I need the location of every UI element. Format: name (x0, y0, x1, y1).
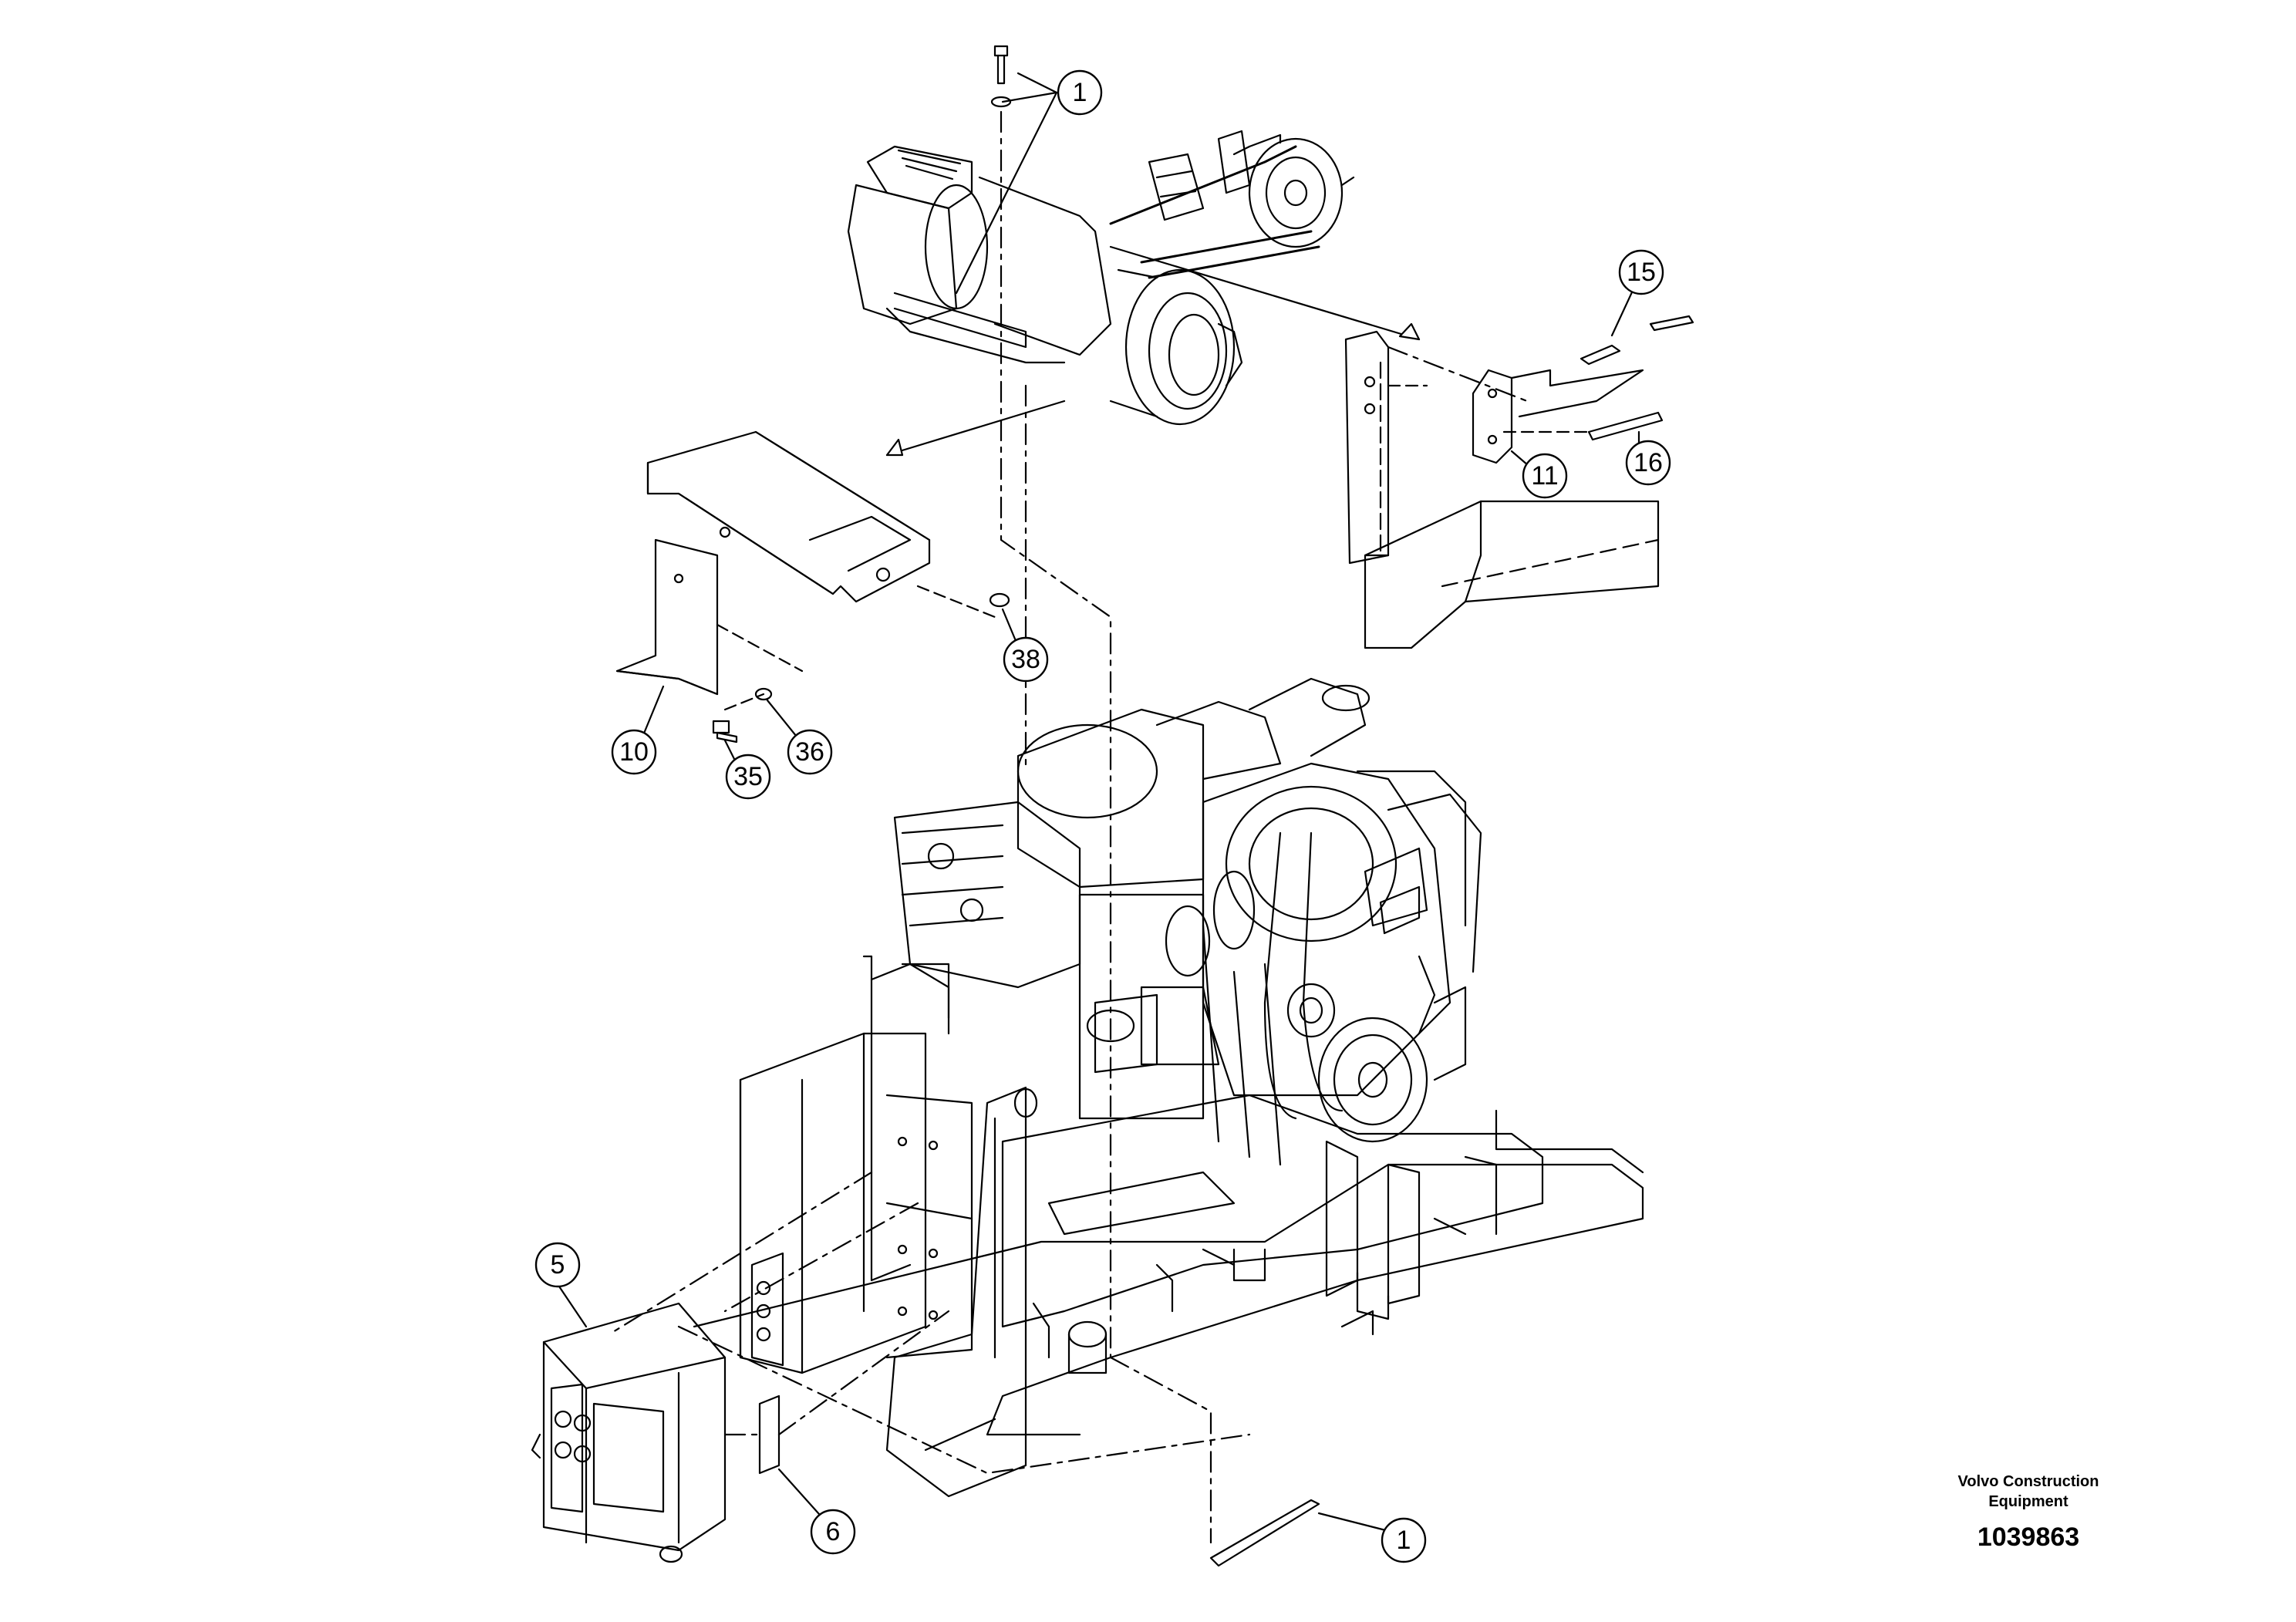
callout-6 (810, 1509, 856, 1555)
callout-label: 35 (733, 762, 763, 791)
right-bracket-set (1344, 315, 1694, 649)
cover-plate-assembly (615, 430, 1010, 744)
callout-label: 1 (1073, 78, 1087, 107)
cover-plate-6 (758, 1394, 781, 1475)
callout-label: 6 (826, 1517, 841, 1546)
callout-leaders (556, 72, 1643, 1536)
callout-label: 16 (1633, 448, 1663, 477)
callout-label: 1 (1397, 1526, 1411, 1555)
exploded-arrows (885, 245, 1421, 457)
brand-line-2: Equipment (1988, 1493, 2068, 1510)
callout-35 (725, 754, 771, 800)
callout-11 (1522, 453, 1568, 499)
callout-circles (534, 69, 1671, 1563)
brand-block: Volvo Construction Equipment 1039863 (1897, 1472, 2159, 1553)
electrical-cabinet (739, 955, 1108, 1498)
callout-5 (534, 1242, 581, 1288)
callout-label: 5 (551, 1250, 565, 1280)
callout-1-top (1057, 69, 1103, 116)
strip-part-1 (1209, 1499, 1320, 1567)
control-box (531, 1302, 727, 1563)
callout-36 (787, 729, 833, 775)
callout-label: 36 (795, 737, 824, 767)
engine-block (893, 677, 1482, 1166)
callout-15 (1618, 249, 1664, 295)
callout-label: 38 (1011, 645, 1040, 674)
generator-assembly (847, 130, 1355, 426)
drawing-number: 1039863 (1977, 1523, 2080, 1552)
callout-label: 10 (619, 737, 649, 767)
callout-16 (1625, 440, 1671, 486)
top-bolt (990, 45, 1012, 108)
callout-10 (611, 729, 657, 775)
callout-label: 11 (1531, 461, 1558, 491)
assembly-lines (608, 110, 1529, 1544)
callout-1-bottom (1381, 1517, 1427, 1563)
callout-38 (1003, 636, 1049, 683)
base-frame (693, 1094, 1644, 1436)
callout-label: 15 (1627, 258, 1656, 287)
brand-line-1: Volvo Construction (1957, 1473, 2099, 1490)
